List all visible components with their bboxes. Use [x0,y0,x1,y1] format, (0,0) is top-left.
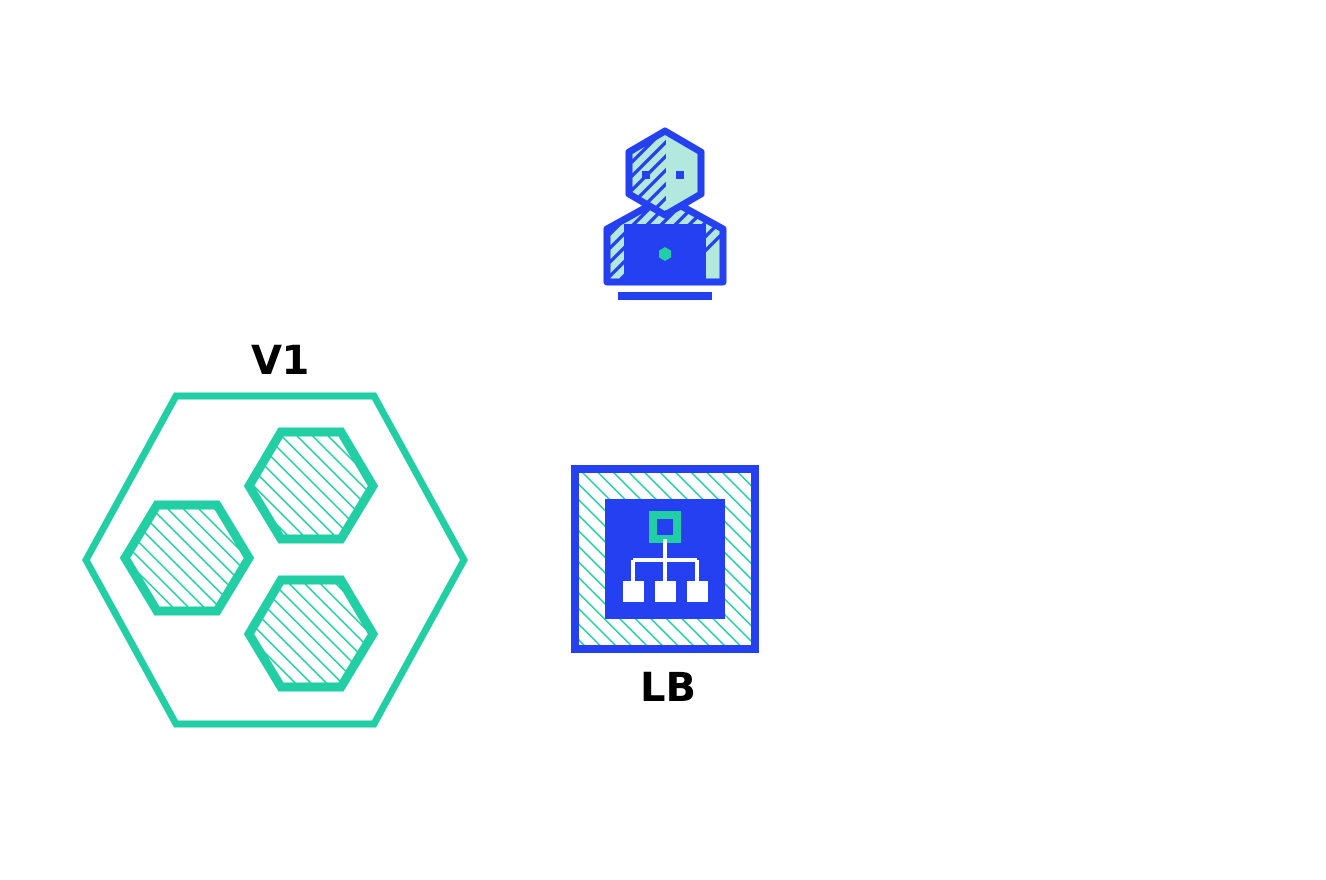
v1-outer-hexagon [82,392,468,728]
vnet-group-v1[interactable] [82,392,468,728]
laptop-base [618,292,712,300]
v1-label: V1 [251,338,309,384]
inner-hexagon-top-right [243,427,379,544]
user-eye-left [642,171,650,179]
user-eye-right [676,171,684,179]
lb-outer-border [571,465,759,653]
inner-hexagon-left [119,500,255,616]
load-balancer-lb[interactable] [571,465,759,653]
lb-tree-graphic [623,511,708,602]
lb-label: LB [640,665,696,711]
user-at-laptop-icon [603,127,727,300]
lb-child-node-left [623,581,644,602]
laptop-logo-hexagon [659,247,671,261]
lb-child-node-center [655,581,676,602]
lb-child-node-right [687,581,708,602]
inner-hexagon-bottom-right [243,575,379,692]
